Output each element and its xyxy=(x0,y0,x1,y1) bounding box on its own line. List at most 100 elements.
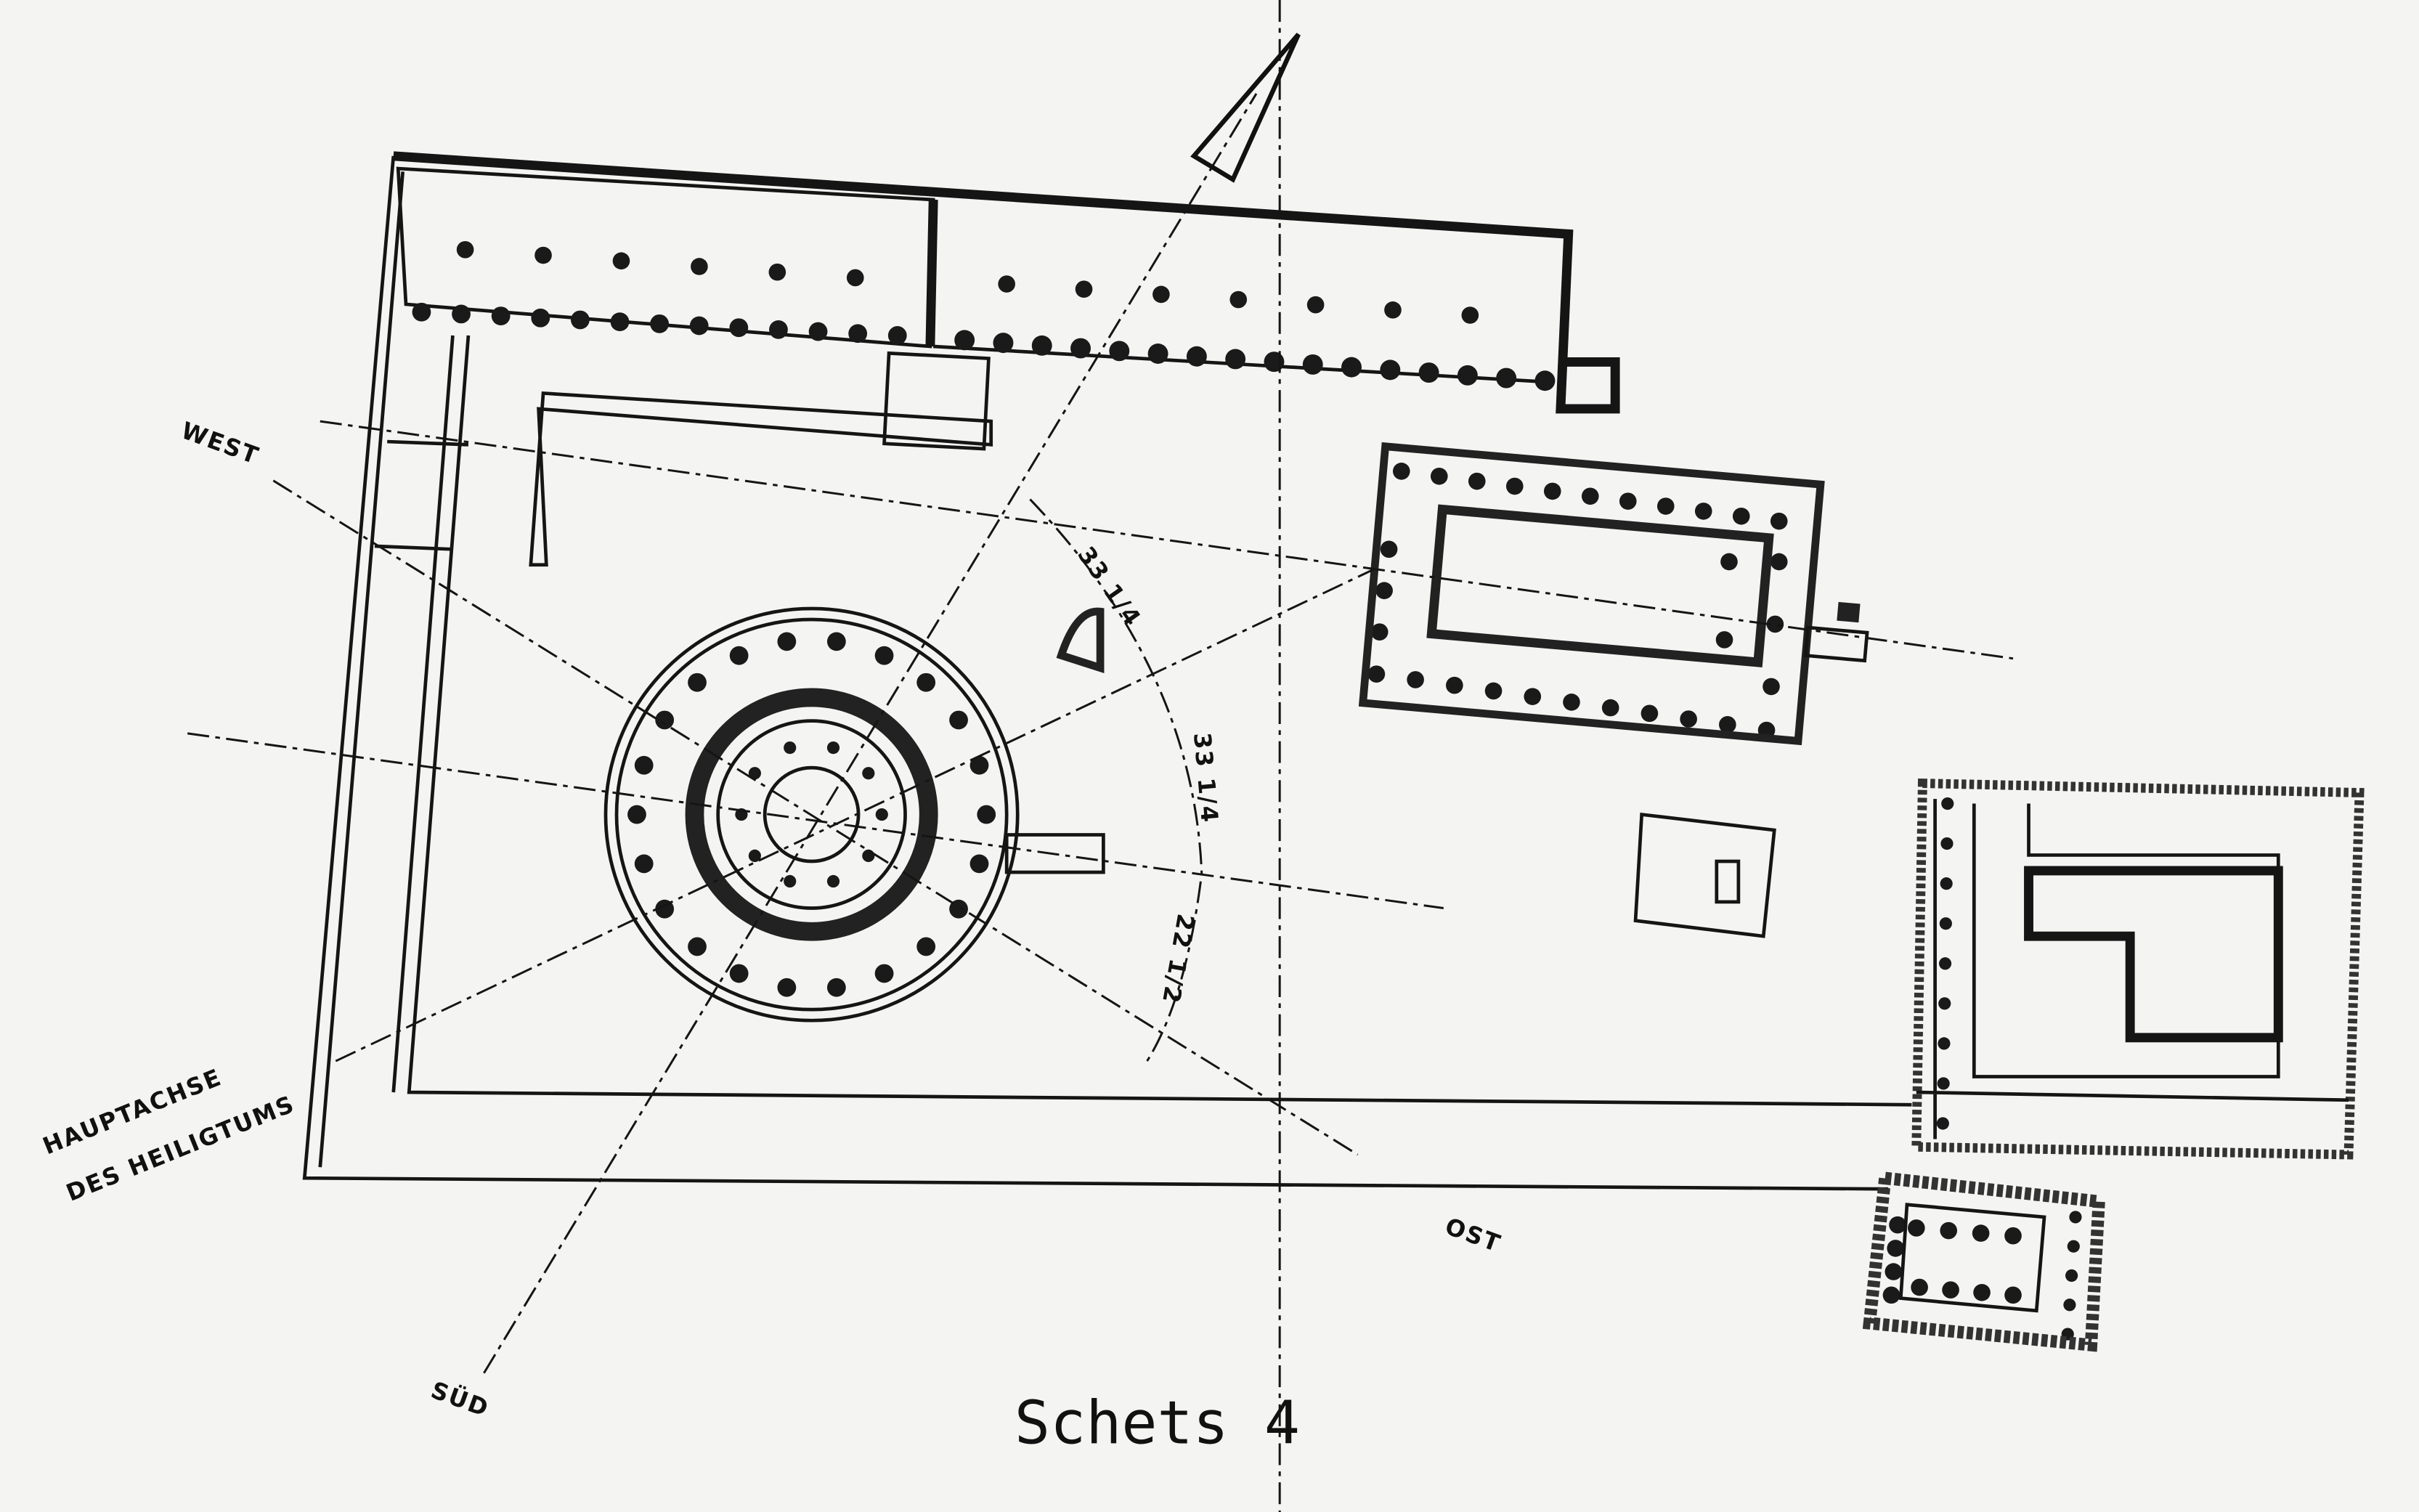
column xyxy=(949,710,968,730)
column xyxy=(1889,1216,1906,1234)
column xyxy=(1942,1281,1959,1298)
column xyxy=(689,316,709,336)
column xyxy=(691,258,708,275)
column xyxy=(1911,1278,1928,1296)
column xyxy=(969,755,989,775)
column xyxy=(784,874,797,888)
column xyxy=(1380,540,1398,558)
column xyxy=(1940,837,1954,850)
small-building xyxy=(1862,1171,2106,1352)
north-arrow xyxy=(1190,33,1301,183)
exedra xyxy=(1056,607,1105,673)
column xyxy=(1496,367,1517,389)
column xyxy=(1940,877,1953,890)
label-sud: SÜD xyxy=(427,1376,493,1423)
column xyxy=(534,246,552,264)
orientation-lines xyxy=(187,0,2014,1512)
column xyxy=(1461,306,1479,324)
column xyxy=(1941,797,1954,810)
column xyxy=(777,977,797,997)
column xyxy=(452,304,471,324)
column xyxy=(1380,359,1401,381)
column xyxy=(1940,1222,1958,1240)
column xyxy=(1152,285,1170,304)
column xyxy=(610,312,630,332)
column xyxy=(1306,296,1325,314)
column xyxy=(846,269,864,287)
column xyxy=(1367,665,1386,683)
column xyxy=(1766,615,1784,633)
column xyxy=(1680,710,1697,728)
column xyxy=(969,854,989,874)
east-building xyxy=(1911,779,2365,1160)
column xyxy=(2004,1227,2022,1245)
column xyxy=(2069,1211,2082,1224)
column xyxy=(688,937,707,956)
column xyxy=(1341,357,1362,378)
column xyxy=(768,263,786,281)
label-angle-2: 33 1/4 xyxy=(1188,731,1224,824)
column xyxy=(1264,351,1285,373)
column xyxy=(1938,997,1951,1010)
altar xyxy=(1633,812,1776,938)
column xyxy=(916,672,936,692)
column xyxy=(862,767,875,780)
column xyxy=(1534,370,1556,391)
column xyxy=(1457,365,1478,386)
tholos xyxy=(603,606,1105,1023)
label-ost: OST xyxy=(1442,1212,1505,1258)
column xyxy=(627,805,646,824)
figure-caption: Schets 4 xyxy=(1015,1389,1300,1458)
column xyxy=(1484,682,1503,700)
column xyxy=(2063,1298,2076,1312)
column xyxy=(874,646,894,665)
column xyxy=(655,899,675,919)
column xyxy=(1446,676,1463,694)
column xyxy=(748,767,761,780)
temple xyxy=(1358,442,1869,746)
column xyxy=(1908,1219,1925,1237)
column xyxy=(808,322,828,341)
column xyxy=(1882,1286,1900,1304)
column xyxy=(2004,1286,2022,1304)
column xyxy=(862,849,875,862)
label-west: WEST xyxy=(178,416,264,470)
column xyxy=(1468,472,1486,490)
column xyxy=(848,324,868,344)
column xyxy=(777,632,797,651)
column xyxy=(1656,497,1675,515)
column xyxy=(916,937,936,956)
column-rows xyxy=(412,240,2082,1341)
column xyxy=(655,710,675,730)
column xyxy=(1109,341,1130,362)
column xyxy=(1229,290,1248,309)
column xyxy=(1302,354,1323,375)
column xyxy=(412,302,431,322)
column xyxy=(1392,463,1410,480)
column xyxy=(2065,1269,2078,1283)
column xyxy=(1147,344,1168,364)
column xyxy=(954,330,975,351)
column xyxy=(1418,362,1439,383)
sanctuary-enclosure xyxy=(302,151,1912,1191)
column xyxy=(1070,338,1091,359)
column xyxy=(1770,553,1788,571)
column xyxy=(874,964,894,983)
stairs xyxy=(882,351,991,451)
column xyxy=(1524,688,1542,705)
column xyxy=(1505,477,1524,495)
column xyxy=(875,808,888,821)
column xyxy=(1720,553,1738,571)
column xyxy=(1225,349,1246,370)
column xyxy=(1763,678,1780,696)
column xyxy=(729,318,749,338)
column xyxy=(1543,482,1561,500)
column xyxy=(1601,699,1619,717)
column xyxy=(729,646,749,665)
column xyxy=(1370,623,1389,641)
column xyxy=(998,275,1015,293)
column xyxy=(491,306,511,325)
column xyxy=(993,333,1014,354)
column xyxy=(1885,1263,1903,1280)
